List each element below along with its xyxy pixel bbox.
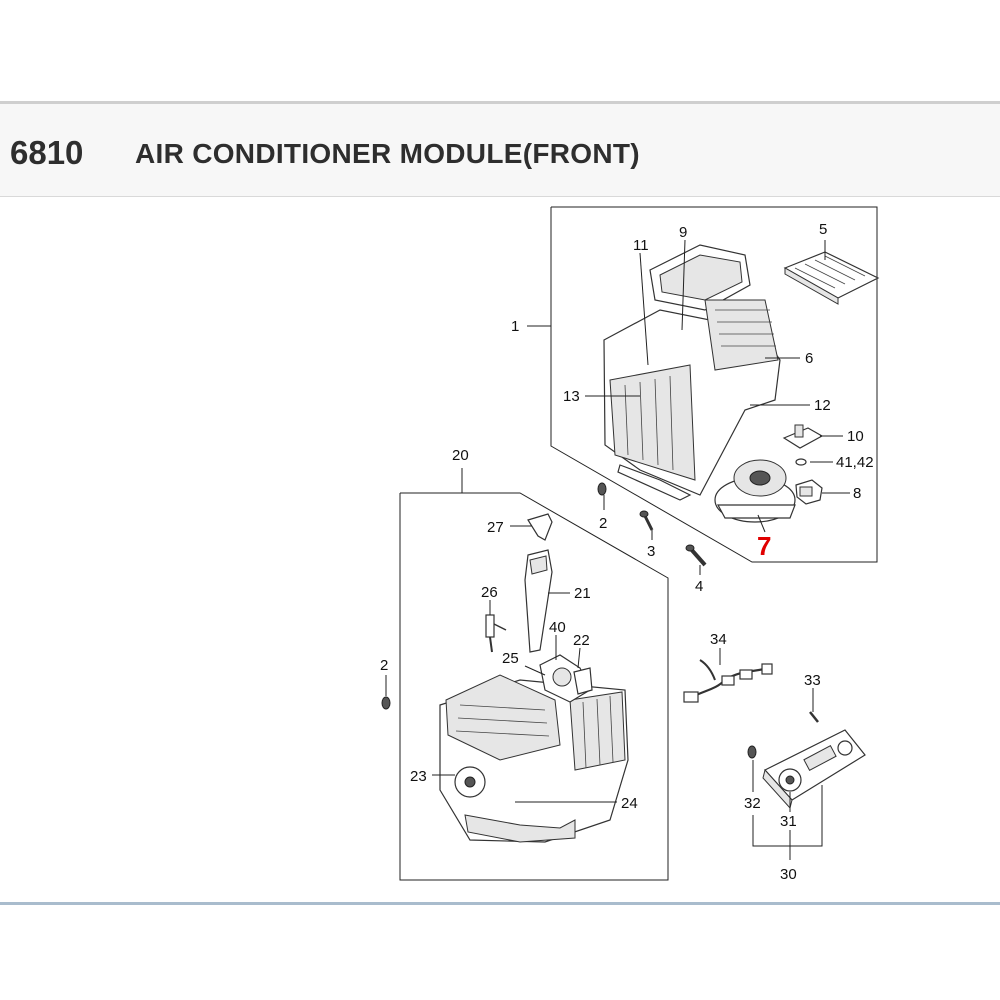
callout-21: 21 [574, 585, 591, 602]
screw-3-part[interactable] [639, 510, 654, 531]
group-20-frame [399, 492, 669, 881]
screw-4-part[interactable] [685, 544, 707, 567]
callout-3: 3 [647, 543, 655, 560]
callout-1: 1 [511, 318, 519, 335]
callout-24: 24 [621, 795, 638, 812]
screw-33-part[interactable] [809, 711, 819, 723]
section-header: 6810 AIR CONDITIONER MODULE(FRONT) [0, 104, 1000, 197]
callout-31: 31 [780, 813, 797, 830]
knob-32-part[interactable] [747, 745, 757, 759]
callout-2-upper: 2 [599, 515, 607, 532]
climate-control-unit-part[interactable] [762, 729, 866, 810]
callout-7-highlighted[interactable]: 7 [757, 531, 771, 561]
callout-26: 26 [481, 584, 498, 601]
bracket-part[interactable] [527, 513, 553, 541]
callout-10: 10 [847, 428, 864, 445]
callout-32: 32 [744, 795, 761, 812]
callout-4: 4 [695, 578, 703, 595]
callout-8: 8 [853, 485, 861, 502]
duct-part[interactable] [524, 549, 553, 653]
screw-2b-part[interactable] [381, 696, 391, 710]
bottom-divider [0, 902, 1000, 905]
section-title: AIR CONDITIONER MODULE(FRONT) [135, 138, 640, 169]
callout-27: 27 [487, 519, 504, 536]
callout-11: 11 [633, 237, 649, 254]
callout-6: 6 [805, 350, 813, 367]
callout-13: 13 [563, 388, 580, 405]
actuator-part[interactable] [795, 479, 823, 505]
callout-22: 22 [573, 632, 590, 649]
top-divider [0, 101, 1000, 104]
screw-2-part[interactable] [597, 482, 607, 496]
callout-23: 23 [410, 768, 427, 785]
sensor-part[interactable] [485, 614, 507, 653]
callout-41-42: 41,42 [836, 454, 874, 471]
leader-lines [385, 239, 850, 860]
callout-25: 25 [502, 650, 519, 667]
callout-9: 9 [679, 224, 687, 241]
callout-2-lower: 2 [380, 657, 388, 674]
section-code: 6810 [10, 134, 84, 171]
callout-33: 33 [804, 672, 821, 689]
parts-diagram: 1 11 9 5 6 13 12 10 41,42 8 7 2 3 4 20 2… [0, 197, 1000, 902]
mode-actuator-part[interactable] [539, 654, 593, 703]
blower-motor-part[interactable] [714, 459, 796, 523]
parts-diagram-svg: 1 11 9 5 6 13 12 10 41,42 8 7 2 3 4 20 2… [380, 206, 880, 883]
callout-20: 20 [452, 447, 469, 464]
heater-housing-part[interactable] [439, 674, 629, 843]
callout-30: 30 [780, 866, 797, 883]
hvac-case-part[interactable] [603, 244, 781, 501]
callout-40: 40 [549, 619, 566, 636]
callout-5: 5 [819, 221, 827, 238]
resistor-part[interactable] [782, 424, 824, 449]
wiring-harness-part[interactable] [683, 659, 773, 703]
o-ring-part[interactable] [795, 458, 807, 466]
callout-34: 34 [710, 631, 727, 648]
cabin-filter-part[interactable] [783, 251, 880, 305]
group-1-frame [550, 206, 878, 563]
callout-12: 12 [814, 397, 831, 414]
